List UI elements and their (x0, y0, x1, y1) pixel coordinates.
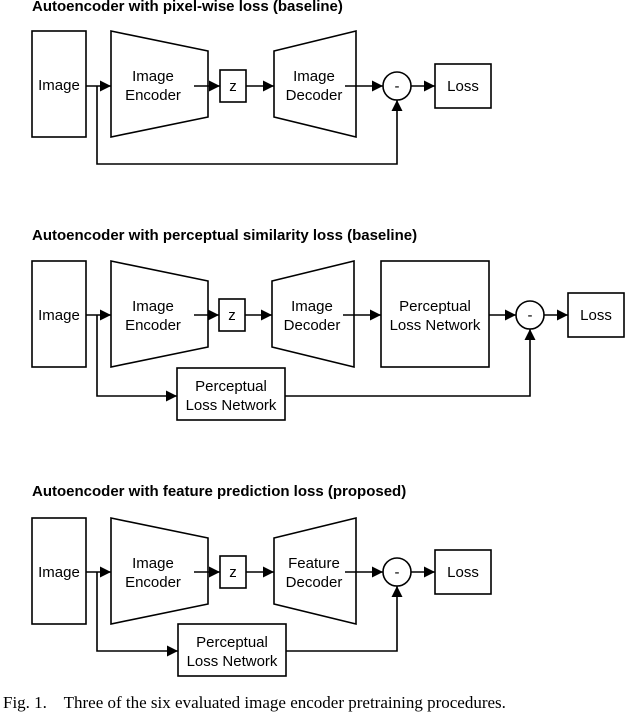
image-input-box (31, 517, 87, 625)
feature-decoder-trapezoid (273, 516, 357, 626)
encoder-label-line2: Encoder (125, 317, 181, 334)
perceptual-loss-network-box (380, 260, 490, 368)
decoder-label-line2: Decoder (286, 87, 343, 104)
image-input-box (31, 260, 87, 368)
image-input-label: Image (38, 77, 80, 94)
image-encoder-trapezoid (110, 517, 209, 625)
diagram-pixel-wise: Autoencoder with pixel-wise loss (baseli… (31, 0, 492, 165)
decoder-label-line1: Image (293, 68, 335, 85)
image-decoder-trapezoid (271, 259, 355, 369)
image-input-box (31, 30, 87, 138)
loss-output-label: Loss (447, 564, 479, 581)
diagram-title: Autoencoder with feature prediction loss… (32, 483, 406, 500)
perceptual-loss-network-box-lower (177, 623, 287, 677)
loss-output-label: Loss (580, 307, 612, 324)
encoder-label-line1: Image (132, 68, 174, 85)
perceptual-label-line1: Perceptual (399, 298, 471, 315)
image-decoder-trapezoid (273, 29, 357, 139)
connector-arrows (86, 566, 435, 657)
subtract-operator-label: - (395, 564, 400, 581)
image-input-label: Image (38, 564, 80, 581)
perceptual-lower-label-line1: Perceptual (196, 634, 268, 651)
image-encoder-trapezoid (110, 260, 209, 368)
image-input-label: Image (38, 307, 80, 324)
latent-z-box (219, 555, 247, 589)
latent-z-label: z (229, 564, 237, 581)
loss-output-label: Loss (447, 78, 479, 95)
decoder-label-line2: Decoder (286, 574, 343, 591)
latent-z-label: z (228, 307, 236, 324)
subtract-operator-label: - (395, 78, 400, 95)
decoder-label-line1: Feature (288, 555, 340, 572)
image-encoder-trapezoid (110, 30, 209, 138)
diagram-feature-prediction: Autoencoder with feature prediction loss… (31, 483, 492, 677)
decoder-label-line2: Decoder (284, 317, 341, 334)
decoder-label-line1: Image (291, 298, 333, 315)
diagram-perceptual-similarity: Autoencoder with perceptual similarity l… (31, 227, 625, 421)
perceptual-lower-label-line2: Loss Network (186, 397, 277, 414)
perceptual-lower-label-line2: Loss Network (187, 653, 278, 670)
encoder-label-line1: Image (132, 298, 174, 315)
perceptual-loss-network-box-lower (176, 367, 286, 421)
perceptual-lower-label-line1: Perceptual (195, 378, 267, 395)
encoder-label-line1: Image (132, 555, 174, 572)
latent-z-label: z (229, 78, 237, 95)
figure-caption: Fig. 1. Three of the six evaluated image… (3, 693, 506, 712)
encoder-label-line2: Encoder (125, 574, 181, 591)
diagram-title: Autoencoder with pixel-wise loss (baseli… (32, 0, 343, 15)
encoder-label-line2: Encoder (125, 87, 181, 104)
loss-output-box (567, 292, 625, 338)
subtract-operator-label: - (528, 307, 533, 324)
loss-output-box (434, 549, 492, 595)
perceptual-label-line2: Loss Network (390, 317, 481, 334)
connector-arrows (86, 309, 568, 402)
diagram-title: Autoencoder with perceptual similarity l… (32, 227, 417, 244)
connector-arrows (86, 80, 435, 165)
